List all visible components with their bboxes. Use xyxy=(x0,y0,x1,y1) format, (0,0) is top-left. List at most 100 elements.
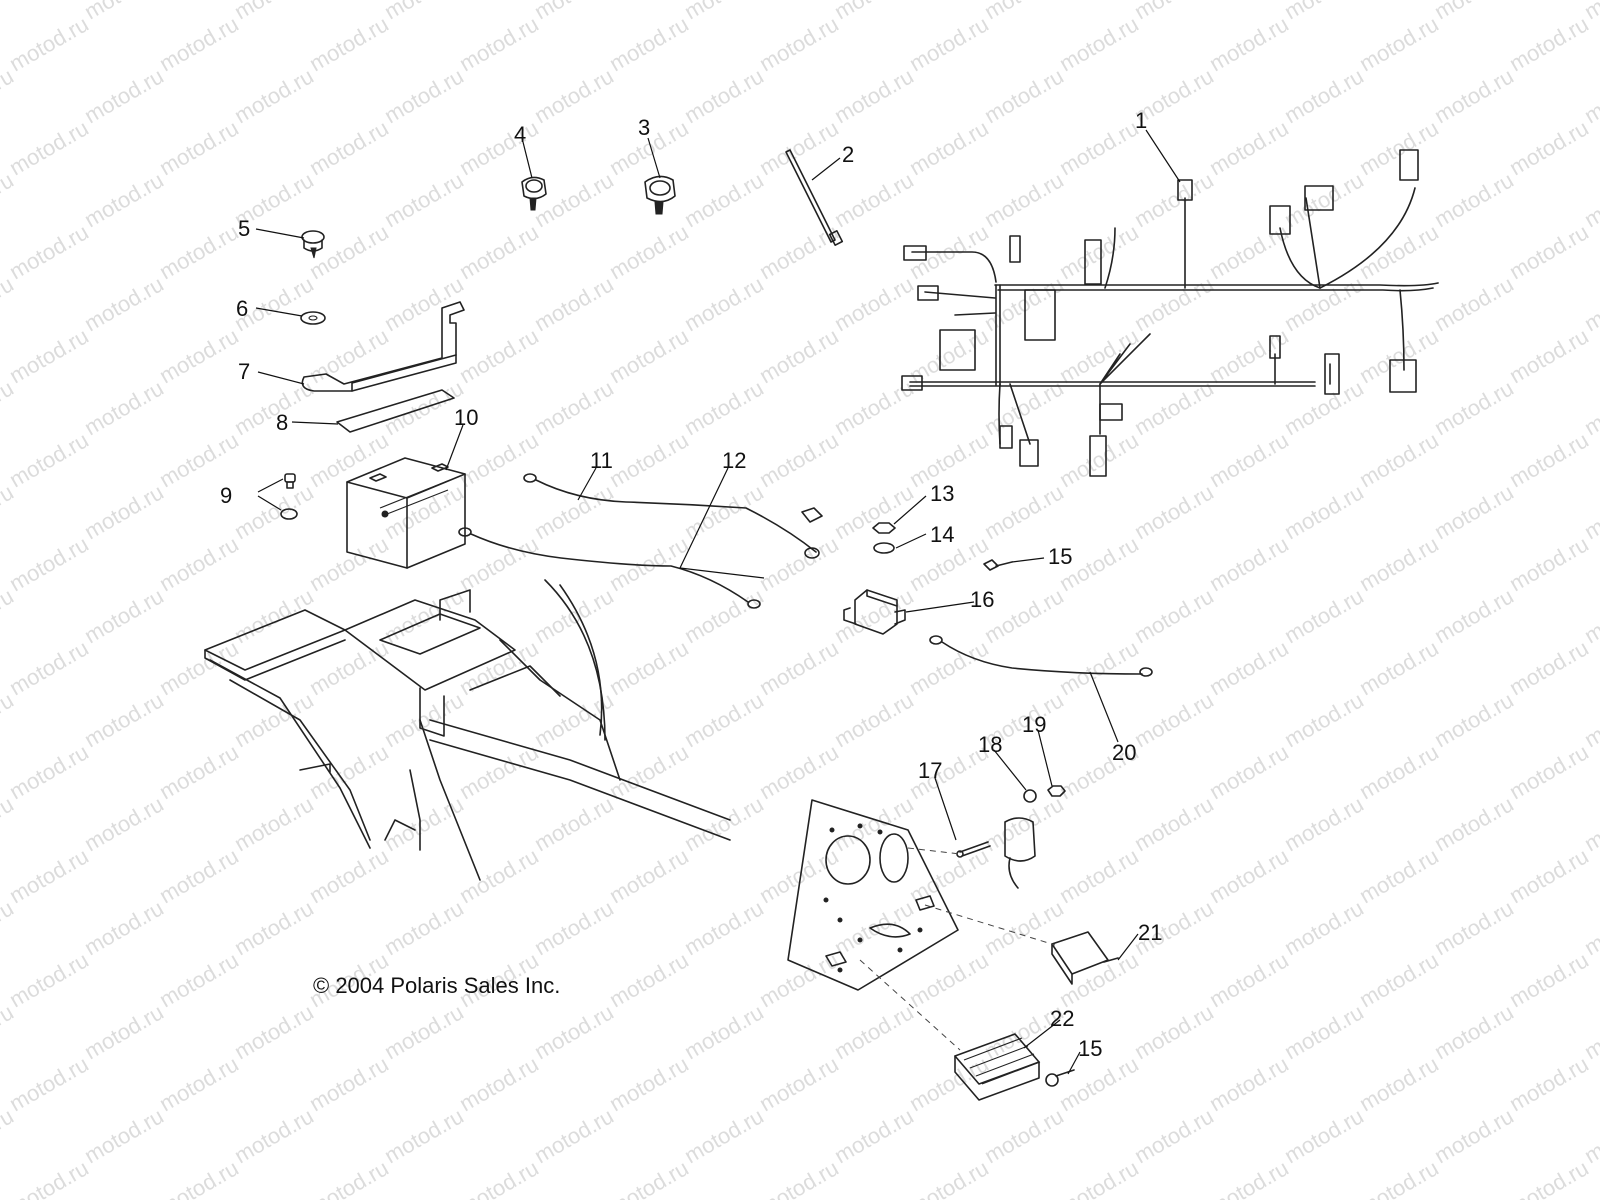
watermark-text: motod.ru xyxy=(1430,167,1518,232)
watermark-text: motod.ru xyxy=(680,999,768,1064)
watermark-text: motod.ru xyxy=(1505,427,1593,492)
watermark-text: motod.ru xyxy=(230,63,318,128)
watermark-text: motod.ru xyxy=(830,271,918,336)
callout-18: 18 xyxy=(978,732,1002,757)
watermark-text: motod.ru xyxy=(530,479,618,544)
install-guide-lines xyxy=(859,847,1056,1051)
part-22-regulator xyxy=(954,1033,1041,1101)
watermark-text: motod.ru xyxy=(1430,895,1518,960)
watermark-text: motod.ru xyxy=(380,1103,468,1168)
callout-11: 11 xyxy=(590,448,613,473)
watermark-text: motod.ru xyxy=(155,115,243,180)
watermark-text: motod.ru xyxy=(1355,323,1443,388)
watermark-text: motod.ru xyxy=(1355,947,1443,1012)
watermark-text: motod.ru xyxy=(80,791,168,856)
watermark-text: motod.ru xyxy=(1055,635,1143,700)
watermark-text: motod.ru xyxy=(1430,271,1518,336)
watermark-text: motod.ru xyxy=(1130,167,1218,232)
watermark-text: motod.ru xyxy=(905,11,993,76)
watermark-text: motod.ru xyxy=(1505,531,1593,596)
watermark-text: motod.ru xyxy=(1130,791,1218,856)
watermark-text: motod.ru xyxy=(1505,635,1593,700)
watermark-text: motod.ru xyxy=(1130,687,1218,752)
watermark-text: motod.ru xyxy=(680,63,768,128)
watermark-text: motod.ru xyxy=(1355,11,1443,76)
watermark-text: motod.ru xyxy=(455,531,543,596)
watermark-text: motod.ru xyxy=(1430,999,1518,1064)
watermark-text: motod.ru xyxy=(1505,11,1593,76)
watermark-text: motod.ru xyxy=(605,11,693,76)
watermark-text: motod.ru xyxy=(1280,1103,1368,1168)
watermark-text: motod.ru xyxy=(1055,115,1143,180)
watermark-text: motod.ru xyxy=(155,11,243,76)
watermark-text: motod.ru xyxy=(1205,1155,1293,1200)
watermark-text: motod.ru xyxy=(830,63,918,128)
watermark-text: motod.ru xyxy=(1055,843,1143,908)
watermark-text: motod.ru xyxy=(980,375,1068,440)
watermark-text: motod.ru xyxy=(830,895,918,960)
watermark-text: motod.ru xyxy=(1430,63,1518,128)
watermark-text: motod.ru xyxy=(230,0,318,24)
callout-2: 2 xyxy=(842,142,854,167)
watermark-text: motod.ru xyxy=(1055,323,1143,388)
watermark-text: motod.ru xyxy=(155,323,243,388)
watermark-text: motod.ru xyxy=(80,375,168,440)
part-18-washer xyxy=(1023,789,1037,803)
callout-14: 14 xyxy=(930,522,954,547)
leader-lines xyxy=(255,129,1181,1075)
watermark-text: motod.ru xyxy=(1130,999,1218,1064)
watermark-text: motod.ru xyxy=(980,791,1068,856)
callout-4: 4 xyxy=(514,122,526,147)
watermark-text: motod.ru xyxy=(80,687,168,752)
watermark-text: motod.ru xyxy=(5,739,93,804)
watermark-text: motod.ru xyxy=(755,1155,843,1200)
watermark-text: motod.ru xyxy=(605,219,693,284)
watermark-text: motod.ru xyxy=(530,167,618,232)
watermark-text: motod.ru xyxy=(755,843,843,908)
watermark-text: motod.ru xyxy=(1505,1051,1593,1116)
callout-3: 3 xyxy=(638,115,650,140)
callout-13: 13 xyxy=(930,481,954,506)
callout-16: 16 xyxy=(970,587,994,612)
watermark-text: motod.ru xyxy=(230,583,318,648)
watermark-text: motod.ru xyxy=(1505,323,1593,388)
watermark-text: motod.ru xyxy=(980,0,1068,24)
watermark-text: motod.ru xyxy=(1430,687,1518,752)
watermark-text: motod.ru xyxy=(455,1155,543,1200)
watermark-text: motod.ru xyxy=(1580,479,1600,544)
watermark-text: motod.ru xyxy=(1205,1051,1293,1116)
watermark-text: motod.ru xyxy=(1130,271,1218,336)
watermark-text: motod.ru xyxy=(680,1103,768,1168)
watermark-text: motod.ru xyxy=(1580,895,1600,960)
copyright-notice: © 2004 Polaris Sales Inc. xyxy=(313,973,560,998)
callout-17: 17 xyxy=(918,758,942,783)
watermark-text: motod.ru xyxy=(5,1155,93,1200)
watermark-text: motod.ru xyxy=(755,1051,843,1116)
watermark-text: motod.ru xyxy=(755,531,843,596)
part-20-cable xyxy=(929,635,1153,677)
watermark-text: motod.ru xyxy=(455,635,543,700)
watermark-text: motod.ru xyxy=(155,947,243,1012)
watermark-text: motod.ru xyxy=(1580,271,1600,336)
watermark-text: motod.ru xyxy=(530,63,618,128)
watermark-text: motod.ru xyxy=(1280,687,1368,752)
watermark-text: motod.ru xyxy=(1280,479,1368,544)
watermark-text: motod.ru xyxy=(905,635,993,700)
watermark-text: motod.ru xyxy=(5,323,93,388)
watermark-text: motod.ru xyxy=(530,1103,618,1168)
watermark-text: motod.ru xyxy=(980,479,1068,544)
watermark-text: motod.ru xyxy=(230,999,318,1064)
watermark-text: motod.ru xyxy=(455,323,543,388)
watermark-text: motod.ru xyxy=(980,63,1068,128)
watermark-text: motod.ru xyxy=(155,635,243,700)
watermark-text: motod.ru xyxy=(230,895,318,960)
watermark-text: motod.ru xyxy=(1055,427,1143,492)
watermark-text: motod.ru xyxy=(680,0,768,24)
watermark-text: motod.ru xyxy=(530,895,618,960)
watermark-text: motod.ru xyxy=(5,11,93,76)
watermark-text: motod.ru xyxy=(1280,895,1368,960)
watermark-text: motod.ru xyxy=(455,11,543,76)
part-15-screw xyxy=(983,559,1013,571)
part-12-battery-cable xyxy=(458,527,761,609)
